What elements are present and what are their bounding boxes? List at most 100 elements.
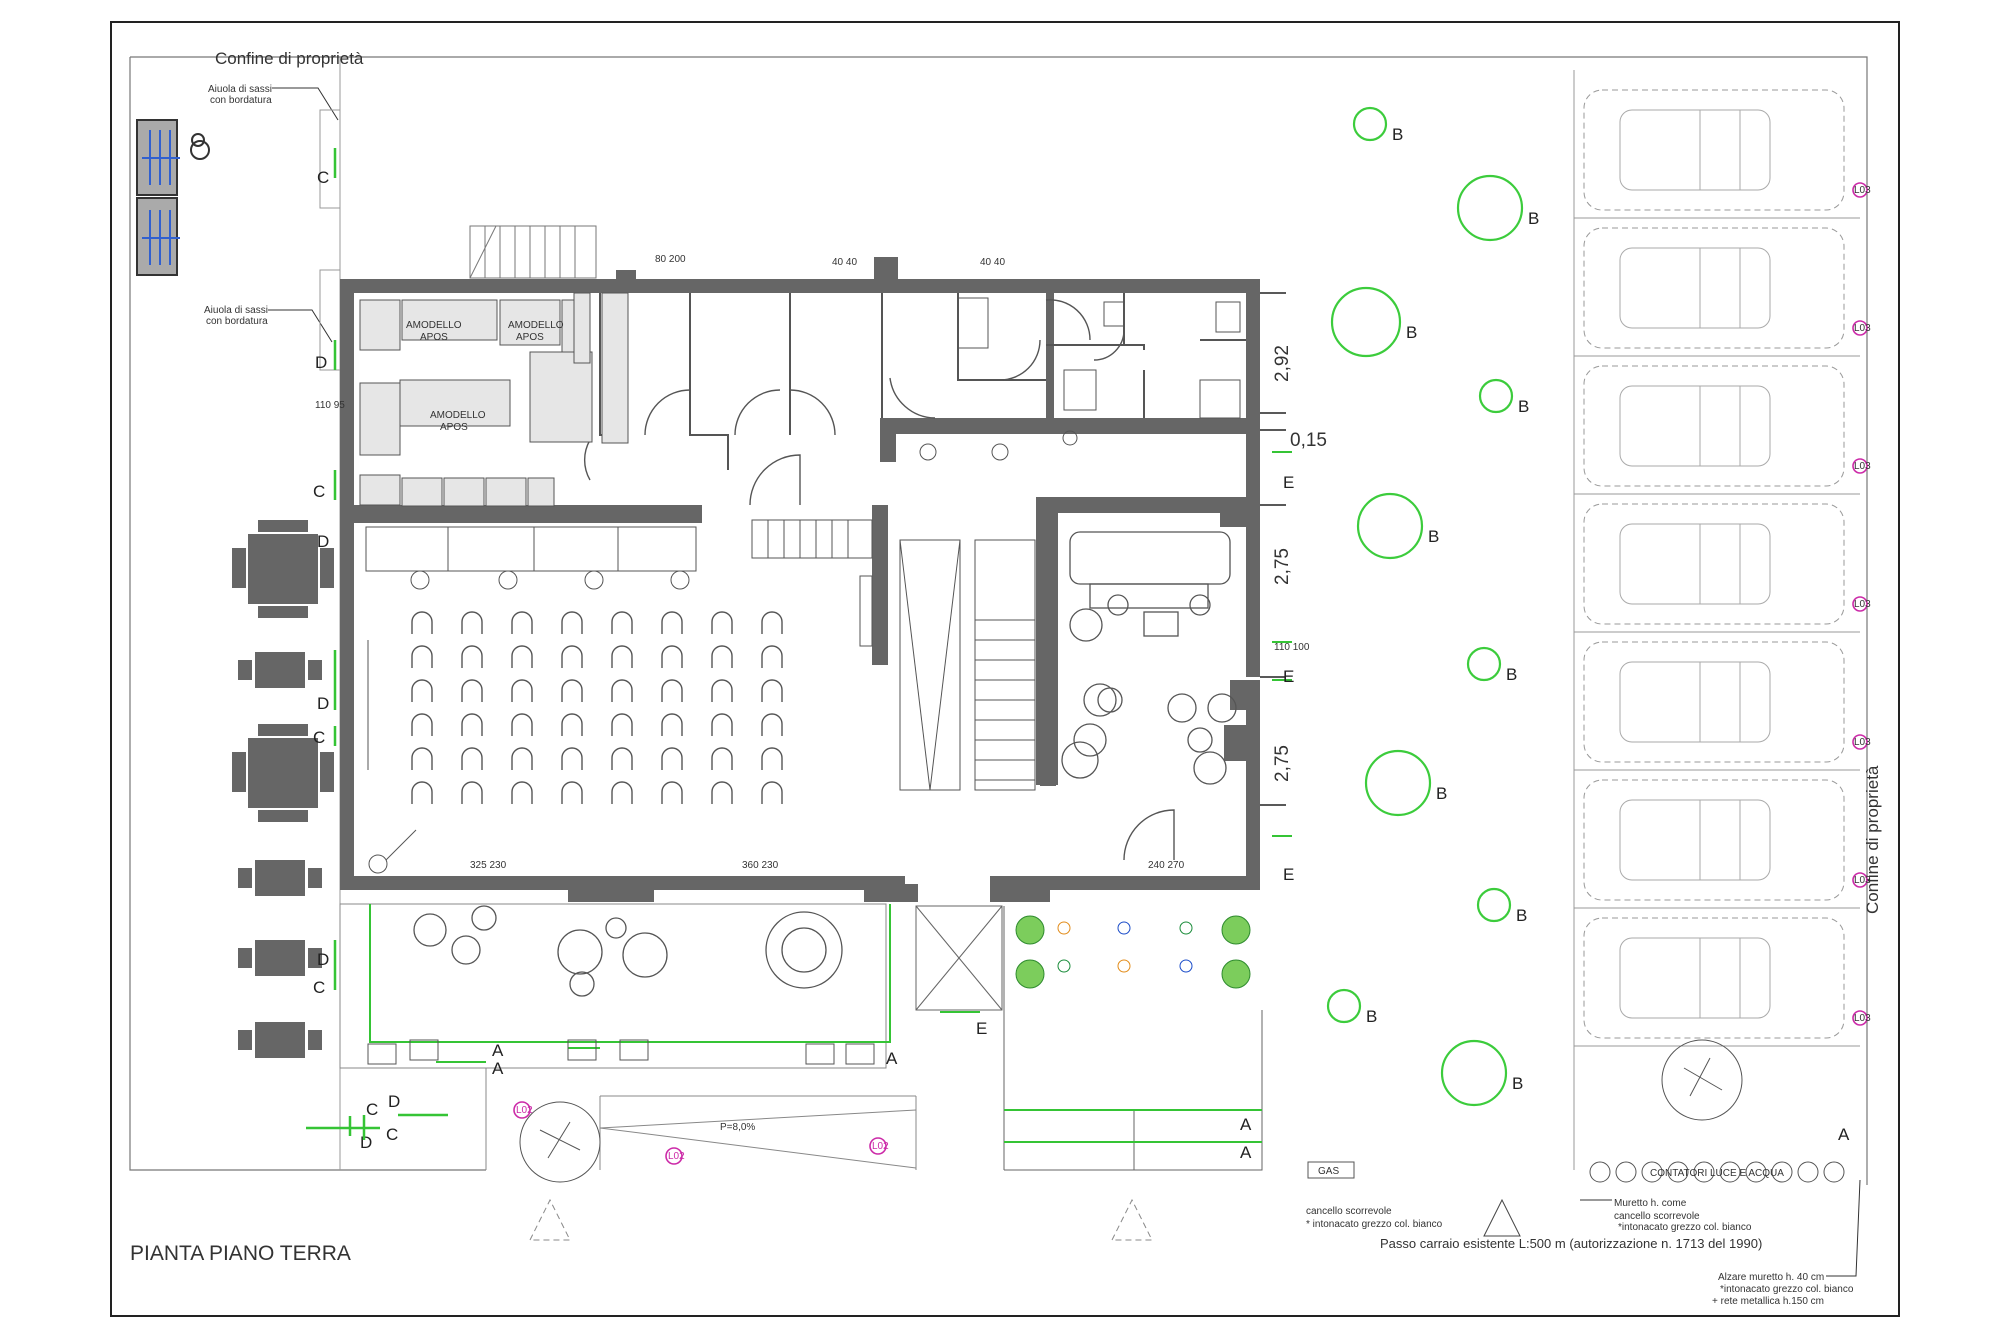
- svg-text:C: C: [366, 1100, 378, 1119]
- chair: [611, 781, 633, 804]
- svg-text:D: D: [317, 532, 329, 551]
- svg-text:A: A: [492, 1041, 504, 1060]
- terrace-cushions: [367, 1039, 875, 1065]
- svg-text:360 230: 360 230: [742, 860, 779, 871]
- lamp-marker: [1852, 320, 1868, 336]
- gate-note-1: cancello scorrevole: [1306, 1206, 1392, 1217]
- tree-canopy: [1364, 749, 1432, 817]
- chair: [711, 679, 733, 702]
- chair: [661, 781, 683, 804]
- chair: [461, 645, 483, 668]
- wall-note-3: *intonacato grezzo col. bianco: [1618, 1222, 1752, 1233]
- wall-note-2: cancello scorrevole: [1614, 1211, 1700, 1222]
- svg-text:40 40: 40 40: [980, 257, 1005, 268]
- svg-text:80 200: 80 200: [655, 254, 686, 265]
- tree-code: B: [1506, 665, 1517, 684]
- chair: [511, 781, 533, 804]
- slope-label: P=8,0%: [720, 1122, 755, 1133]
- lamp-marker: [1852, 596, 1868, 612]
- tree-canopy: [1478, 378, 1514, 414]
- lamp-marker: [1852, 872, 1868, 888]
- chair: [761, 679, 783, 702]
- lounge-furniture: [1061, 531, 1237, 785]
- wc-fixtures: [919, 297, 1241, 461]
- section-markers: [529, 1198, 1153, 1241]
- leader-line: [1826, 1179, 1861, 1277]
- svg-text:D: D: [388, 1092, 400, 1111]
- rock-bed-note-1b: con bordatura: [210, 95, 272, 106]
- chair: [711, 781, 733, 804]
- svg-text:A: A: [1240, 1115, 1252, 1134]
- chair: [611, 611, 633, 634]
- kitchen-equipment: [359, 292, 629, 507]
- plant-code-entrance: E: [976, 1019, 987, 1038]
- seating-grid: [411, 611, 783, 804]
- svg-text:A: A: [492, 1059, 504, 1078]
- terrace-hedge: [369, 904, 891, 1063]
- svg-text:E: E: [1283, 473, 1294, 492]
- door-swings: [583, 299, 1175, 861]
- chair: [611, 679, 633, 702]
- svg-text:240 270: 240 270: [1148, 860, 1185, 871]
- chair: [511, 645, 533, 668]
- drawing-frame: [110, 21, 1900, 1317]
- chair: [411, 611, 433, 634]
- chair: [411, 747, 433, 770]
- building-walls: [340, 257, 1260, 902]
- svg-text:C: C: [313, 482, 325, 501]
- svg-text:D: D: [317, 950, 329, 969]
- svg-text:40 40: 40 40: [832, 257, 857, 268]
- svg-text:110 95: 110 95: [315, 400, 345, 411]
- chair: [411, 645, 433, 668]
- lamp-labels-bottom: L02 L02 L02: [516, 1105, 889, 1162]
- svg-text:A: A: [1838, 1125, 1850, 1144]
- chair: [761, 781, 783, 804]
- chair: [511, 713, 533, 736]
- svg-text:A: A: [886, 1049, 898, 1068]
- interior-stair: [751, 519, 1036, 791]
- chair: [461, 713, 483, 736]
- chair: [611, 747, 633, 770]
- lamp-marker: [1852, 734, 1868, 750]
- parked-car: [1583, 503, 1845, 625]
- svg-text:C: C: [313, 978, 325, 997]
- tree-canopy: [1352, 106, 1388, 142]
- wall-note-1: Muretto h. come: [1614, 1198, 1687, 1209]
- chair: [511, 747, 533, 770]
- svg-text:AMODELLO: AMODELLO: [508, 320, 564, 331]
- chair: [761, 713, 783, 736]
- tree-canopy: [1456, 174, 1524, 242]
- svg-text:APOS: APOS: [420, 332, 448, 343]
- svg-text:L02: L02: [668, 1151, 685, 1162]
- chair: [661, 713, 683, 736]
- terrace-tables: [232, 520, 334, 1058]
- chair: [461, 781, 483, 804]
- tree-code: B: [1516, 906, 1527, 925]
- tree-code: B: [1436, 784, 1447, 803]
- svg-text:D: D: [317, 694, 329, 713]
- svg-text:C: C: [317, 168, 329, 187]
- lamp-marker-label: L03: [1854, 185, 1871, 196]
- chair: [711, 645, 733, 668]
- chair: [411, 781, 433, 804]
- chair: [661, 611, 683, 634]
- driveway-triangle: [1483, 1198, 1521, 1237]
- interior-partitions: [599, 293, 1246, 470]
- tree-canopy: [1476, 887, 1512, 923]
- tree-code: B: [1528, 209, 1539, 228]
- south-terrace: [339, 903, 917, 1170]
- entrance-hedge: [940, 1011, 1262, 1143]
- lamp-marker-label: L03: [1854, 737, 1871, 748]
- gas-label: GAS: [1318, 1166, 1339, 1177]
- tree-canopy: [1330, 286, 1402, 358]
- chair: [761, 611, 783, 634]
- lamp-marker-label: L03: [1854, 323, 1871, 334]
- lamp-marker-label: L03: [1854, 875, 1871, 886]
- tree-code: B: [1392, 125, 1403, 144]
- chair: [661, 679, 683, 702]
- dimension-2-75-b: 2,75: [1272, 745, 1293, 782]
- tree-code: B: [1512, 1074, 1523, 1093]
